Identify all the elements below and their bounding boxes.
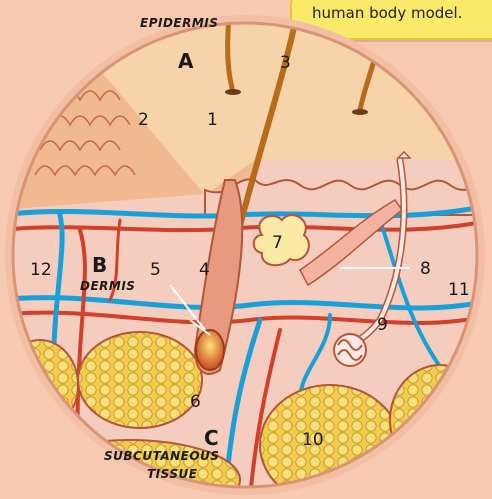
layer-letter-c: C — [204, 426, 219, 450]
hair-pore-1 — [225, 89, 241, 95]
label-3: 3 — [280, 53, 291, 73]
label-2: 2 — [138, 110, 149, 130]
hair-bulb — [196, 330, 224, 370]
sweat-gland-coil — [334, 334, 366, 366]
label-7: 7 — [272, 233, 283, 253]
label-1: 1 — [207, 110, 218, 130]
label-5: 5 — [150, 260, 161, 280]
layer-name-dermis: DERMIS — [80, 279, 135, 293]
hair-pore-2 — [352, 109, 368, 115]
label-10: 10 — [302, 430, 324, 450]
layer-letter-a: A — [178, 49, 194, 73]
layer-name-epidermis: EPIDERMIS — [140, 16, 218, 30]
label-12: 12 — [30, 260, 52, 280]
label-9: 9 — [377, 315, 388, 335]
label-4: 4 — [199, 260, 210, 280]
layer-letter-b: B — [92, 253, 107, 277]
layer-name-subcutaneous-line2: TISSUE — [147, 467, 198, 481]
label-6: 6 — [190, 392, 201, 412]
label-8: 8 — [420, 259, 431, 279]
layer-name-subcutaneous-line1: SUBCUTANEOUS — [104, 449, 219, 463]
label-11: 11 — [448, 280, 470, 300]
